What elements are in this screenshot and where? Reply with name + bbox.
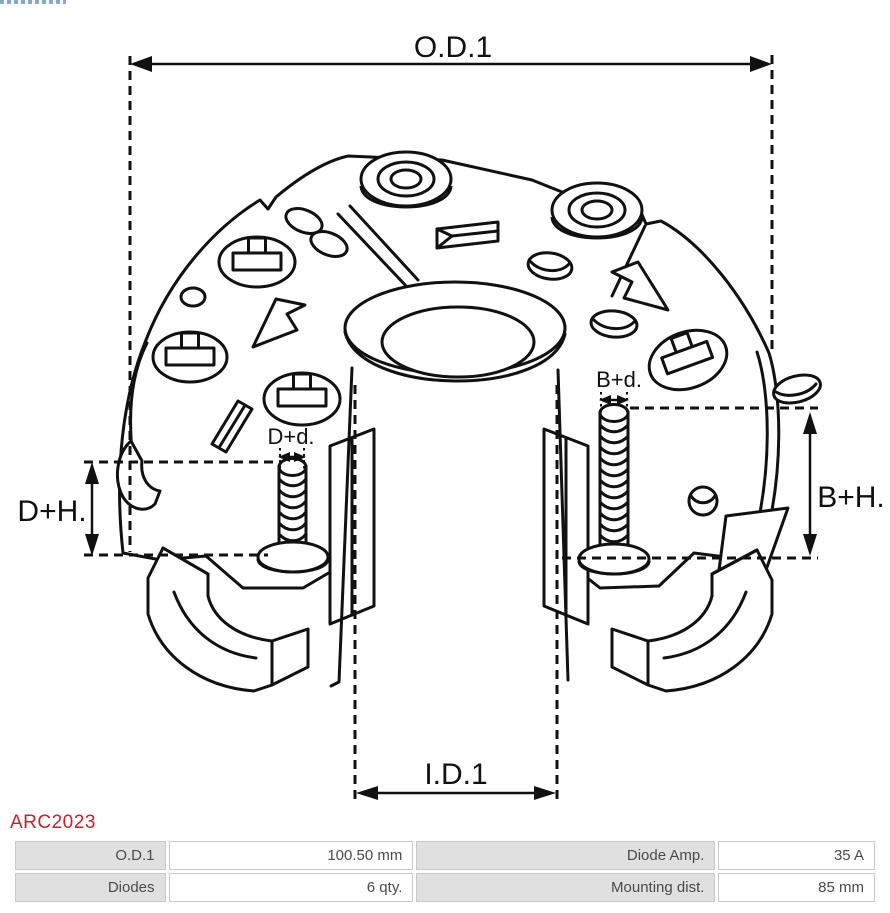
spec-row: O.D.1 100.50 mm Diode Amp. 35 A bbox=[15, 841, 875, 870]
spec-value-cell: 6 qty. bbox=[168, 873, 414, 902]
dimension-od1: O.D.1 bbox=[128, 31, 774, 552]
dimension-label: D+H. bbox=[17, 495, 86, 528]
collar-inner bbox=[380, 305, 536, 379]
oval-hole bbox=[284, 207, 324, 235]
oval-hole bbox=[772, 373, 822, 405]
dimension-label: B+d. bbox=[596, 367, 642, 392]
tube-left-wall bbox=[329, 366, 354, 688]
plate-crease-left2 bbox=[348, 204, 420, 282]
boss-hole bbox=[389, 168, 423, 190]
screw-hole bbox=[687, 485, 719, 517]
dimension-b-plus-h: B+H. bbox=[562, 406, 885, 560]
stud-top bbox=[598, 403, 630, 423]
bracket-face bbox=[610, 627, 650, 687]
dimension-label: D+d. bbox=[267, 424, 314, 449]
plate-left-tab bbox=[116, 439, 162, 511]
spec-label-cell: O.D.1 bbox=[15, 841, 166, 870]
dimension-d-plus-h: D+H. bbox=[17, 460, 280, 557]
spec-label-cell: Diodes bbox=[15, 873, 166, 902]
spec-row: Diodes 6 qty. Mounting dist. 85 mm bbox=[15, 873, 875, 902]
diode-rivet bbox=[647, 328, 729, 392]
dimension-d-plus-d: D+d. bbox=[267, 424, 315, 470]
technical-drawing: O.D.1 I.D.1 D+H. B+H. bbox=[17, 31, 885, 800]
diode-rivet bbox=[151, 330, 229, 384]
plate-crease-left bbox=[336, 212, 410, 290]
dimension-label: O.D.1 bbox=[414, 31, 492, 64]
plate-holes bbox=[179, 207, 822, 517]
small-hole bbox=[179, 286, 207, 308]
spec-value-cell: 85 mm bbox=[718, 873, 875, 902]
arrow-cutout-left bbox=[251, 297, 307, 349]
tube-right-wall bbox=[556, 368, 570, 682]
stud-d-plus bbox=[256, 457, 330, 574]
spec-value-cell: 100.50 mm bbox=[168, 841, 414, 870]
tube-face bbox=[339, 372, 568, 684]
dimension-label: B+H. bbox=[817, 481, 885, 514]
slanted-slot bbox=[210, 399, 254, 454]
bracket-left bbox=[146, 427, 376, 693]
oval-hole bbox=[589, 309, 639, 339]
slot-midline bbox=[450, 229, 500, 238]
oval-hole bbox=[309, 230, 349, 258]
tube-walls bbox=[329, 366, 570, 688]
spec-label-cell: Diode Amp. bbox=[416, 841, 716, 870]
collar-rim bbox=[343, 330, 567, 383]
bracket-slab bbox=[328, 427, 376, 626]
dimension-id1: I.D.1 bbox=[353, 385, 559, 800]
mounting-boss-right bbox=[550, 181, 644, 240]
diode-rivet bbox=[262, 371, 342, 427]
bracket-right bbox=[542, 427, 790, 693]
dimension-b-plus-d: B+d. bbox=[596, 367, 642, 412]
plate-crease-right bbox=[610, 224, 647, 298]
stud-b-plus bbox=[577, 403, 651, 576]
center-bore bbox=[339, 280, 568, 684]
dimension-label: I.D.1 bbox=[424, 758, 487, 791]
spec-table: O.D.1 100.50 mm Diode Amp. 35 A Diodes 6… bbox=[12, 838, 878, 905]
bracket-face bbox=[270, 627, 310, 687]
truncated-logo bbox=[0, 0, 66, 4]
oval-hole bbox=[526, 251, 574, 281]
slot-flag bbox=[435, 227, 454, 250]
rectifier-drawing bbox=[116, 150, 822, 693]
terminal-slot bbox=[435, 220, 500, 250]
stud-top bbox=[277, 457, 308, 477]
boss-hole bbox=[580, 199, 614, 221]
spec-value-cell: 35 A bbox=[718, 841, 875, 870]
arrow-cutout-right bbox=[610, 260, 670, 312]
spec-label-cell: Mounting dist. bbox=[416, 873, 716, 902]
diode-rivet bbox=[217, 235, 297, 289]
mounting-boss-left bbox=[359, 150, 453, 209]
part-number: ARC2023 bbox=[10, 812, 96, 833]
